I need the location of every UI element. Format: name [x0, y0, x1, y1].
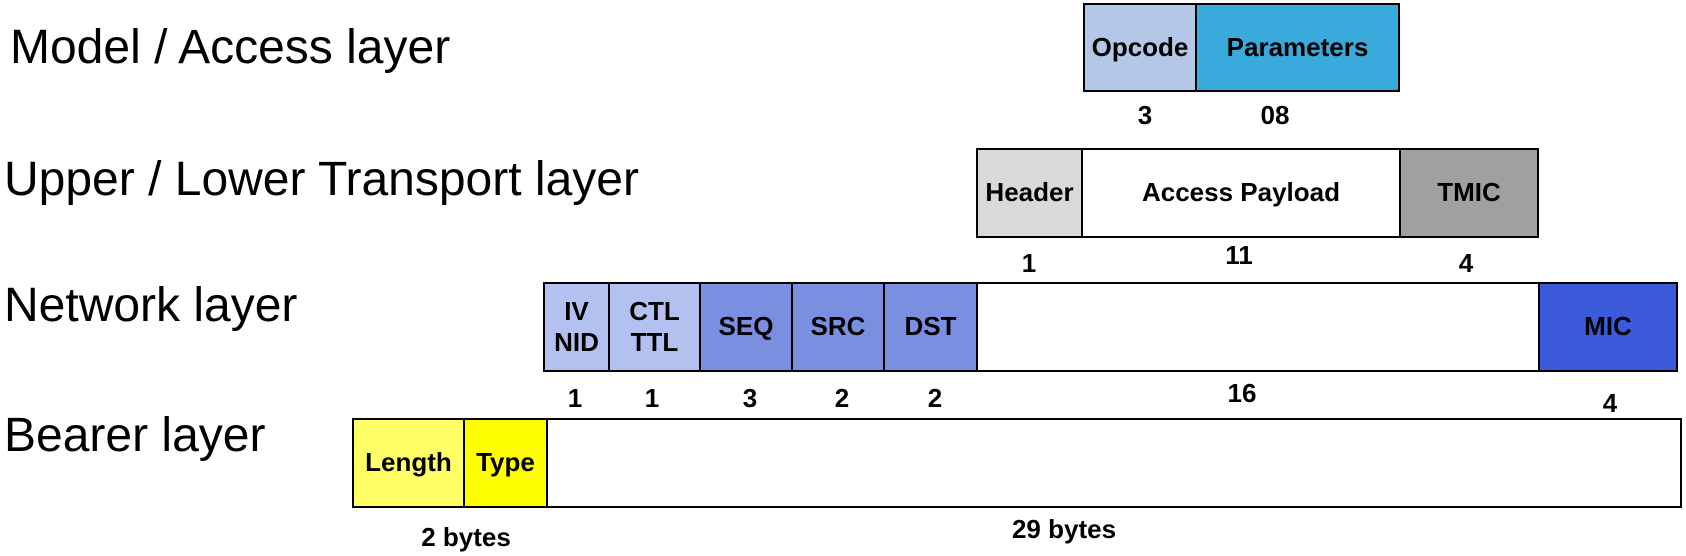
- bearer-layer-label: Bearer layer: [4, 409, 266, 462]
- dst-size: 2: [927, 383, 943, 413]
- access-payload-field: Access Payload: [1081, 148, 1401, 238]
- src-field: SRC: [791, 282, 885, 372]
- header-field-label: Header: [985, 177, 1074, 208]
- type-field-label: Type: [476, 447, 535, 478]
- parameters-size: 08: [1260, 100, 1290, 130]
- parameters-field: Parameters: [1195, 3, 1400, 92]
- payload-bytes-size: 29 bytes: [1011, 514, 1117, 544]
- type-field: Type: [463, 418, 548, 508]
- bearer-payload-field: [546, 418, 1682, 508]
- model-access-layer-label: Model / Access layer: [10, 21, 451, 74]
- mic-size: 4: [1602, 388, 1618, 418]
- tmic-field-label: TMIC: [1437, 177, 1501, 208]
- ctl-ttl-field: CTL TTL: [608, 282, 701, 372]
- transport-layer-label: Upper / Lower Transport layer: [4, 153, 639, 206]
- length-field: Length: [352, 418, 465, 508]
- parameters-field-label: Parameters: [1226, 31, 1369, 62]
- dst-field-label: DST: [904, 311, 957, 342]
- opcode-field-label: Opcode: [1091, 31, 1189, 62]
- access-payload-size: 11: [1225, 240, 1253, 270]
- src-size: 2: [834, 383, 850, 413]
- network-payload-size: 16: [1227, 378, 1257, 408]
- ctl-ttl-size: 1: [644, 383, 660, 413]
- tmic-field: TMIC: [1399, 148, 1539, 238]
- iv-nid-field-label: IV NID: [554, 295, 599, 357]
- iv-nid-size: 1: [567, 383, 583, 413]
- header-size: 1: [1021, 248, 1037, 278]
- length-field-label: Length: [365, 447, 452, 478]
- tmic-size: 4: [1458, 248, 1474, 278]
- opcode-size: 3: [1137, 100, 1153, 130]
- access-payload-field-label: Access Payload: [1141, 177, 1340, 208]
- seq-size: 3: [742, 383, 758, 413]
- network-layer-label: Network layer: [4, 279, 298, 332]
- opcode-field: Opcode: [1083, 3, 1197, 92]
- src-field-label: SRC: [810, 311, 866, 342]
- seq-field: SEQ: [699, 282, 793, 372]
- header-field: Header: [976, 148, 1083, 238]
- mic-field-label: MIC: [1584, 311, 1632, 342]
- dst-field: DST: [883, 282, 978, 372]
- seq-field-label: SEQ: [718, 311, 774, 342]
- header-bytes-size: 2 bytes: [421, 522, 511, 552]
- ctl-ttl-field-label: CTL TTL: [629, 295, 680, 357]
- iv-nid-field: IV NID: [543, 282, 610, 372]
- network-payload-field: [976, 282, 1540, 372]
- mic-field: MIC: [1538, 282, 1678, 372]
